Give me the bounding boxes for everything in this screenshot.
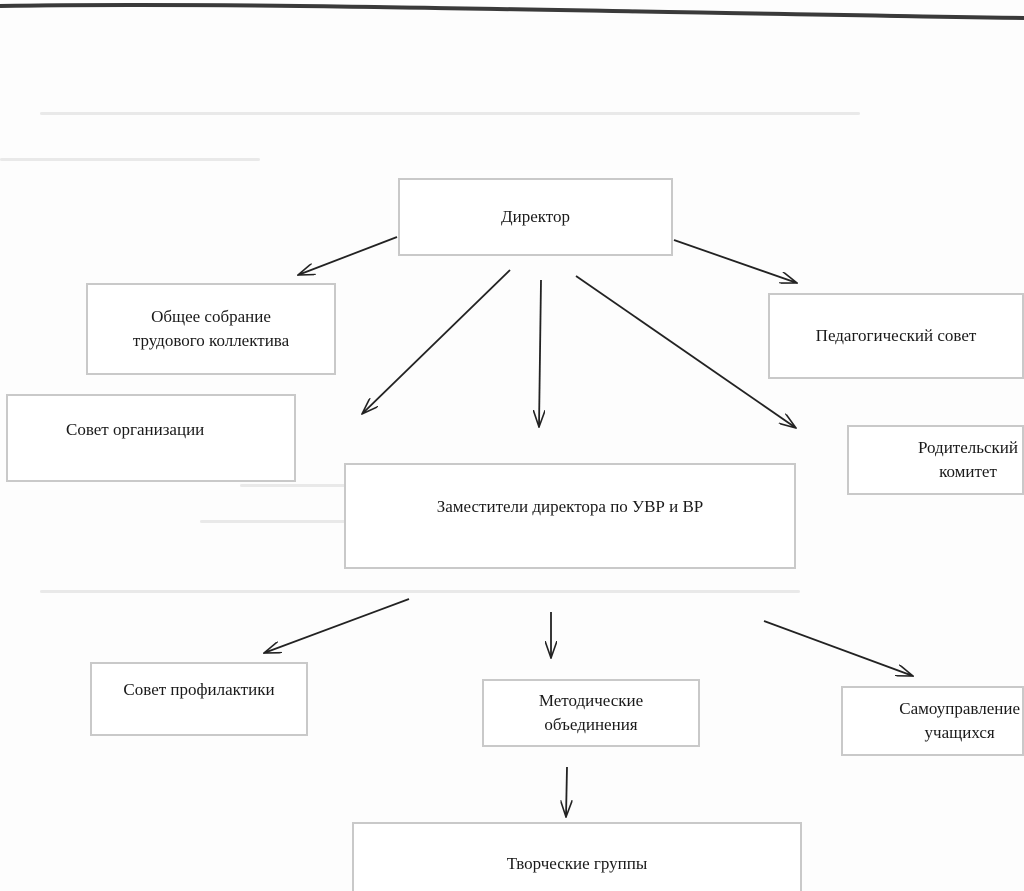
director-label: Директор bbox=[501, 207, 570, 226]
deputy-directors-label: Заместители директора по УВР и ВР bbox=[436, 497, 704, 516]
creative-groups-label: Творческие группы bbox=[506, 854, 648, 873]
methodical-associations-label-line-2: объединения bbox=[544, 715, 638, 734]
student-government-label-line-1: Самоуправление bbox=[899, 699, 1020, 718]
bleed-through-line bbox=[40, 112, 860, 115]
deputy-directors-box: Заместители директора по УВР и ВР bbox=[344, 463, 796, 569]
arrow-director-to-parent-committee bbox=[575, 275, 796, 428]
creative-groups-box: Творческие группы bbox=[352, 822, 802, 891]
director-box: Директор bbox=[398, 178, 673, 256]
arrow-director-to-pedagogical-council bbox=[673, 239, 797, 283]
general-meeting-label-line-2: трудового коллектива bbox=[132, 331, 290, 350]
methodical-associations-box: Методические объединения bbox=[482, 679, 700, 747]
arrow-deputy-to-student-government bbox=[763, 620, 913, 677]
parent-committee-box: Родительский комитет bbox=[847, 425, 1024, 495]
prevention-council-box: Совет профилактики bbox=[90, 662, 308, 736]
arrow-methodical-to-creative-groups bbox=[566, 766, 567, 817]
arrow-director-to-general-meeting bbox=[298, 236, 398, 275]
student-government-box: Самоуправление учащихся bbox=[841, 686, 1024, 756]
organization-council-label: Совет организации bbox=[66, 420, 205, 439]
general-meeting-box: Общее собрание трудового коллектива bbox=[86, 283, 336, 375]
page-edge bbox=[0, 2, 1024, 20]
general-meeting-label-line-1: Общее собрание bbox=[151, 307, 271, 326]
bleed-through-line bbox=[0, 158, 260, 161]
pedagogical-council-box: Педагогический совет bbox=[768, 293, 1024, 379]
arrow-director-to-deputy-directors bbox=[539, 279, 541, 427]
methodical-associations-label-line-1: Методические bbox=[538, 691, 644, 710]
bleed-through-line bbox=[40, 590, 800, 593]
parent-committee-label-line-2: комитет bbox=[939, 462, 997, 481]
arrow-deputy-to-prevention-council bbox=[264, 598, 410, 654]
prevention-council-label: Совет профилактики bbox=[123, 680, 275, 699]
student-government-label-line-2: учащихся bbox=[924, 723, 995, 742]
parent-committee-label-line-1: Родительский bbox=[918, 438, 1018, 457]
organization-council-box: Совет организации bbox=[6, 394, 296, 482]
pedagogical-council-label: Педагогический совет bbox=[815, 326, 977, 345]
arrow-director-to-organization-council bbox=[362, 269, 511, 414]
